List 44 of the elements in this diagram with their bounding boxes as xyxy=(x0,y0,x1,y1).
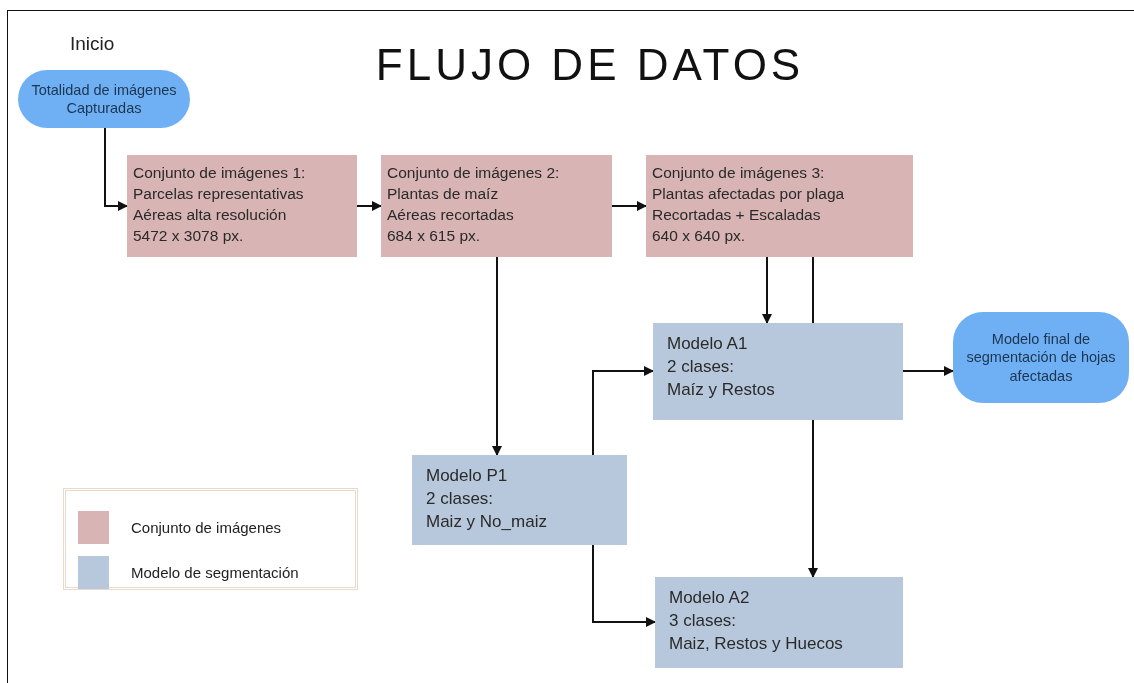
node-text: 2 clases: xyxy=(426,487,494,510)
process-box xyxy=(381,155,612,257)
node-text: Maiz, Restos y Huecos xyxy=(669,632,843,655)
node-text: 5472 x 3078 px. xyxy=(133,225,244,246)
arrow xyxy=(902,366,954,376)
node-text: Modelo P1 xyxy=(426,465,508,487)
terminal-pill xyxy=(953,312,1129,403)
node-text: 3 clases: xyxy=(669,609,737,632)
node-text: 2 clases: xyxy=(667,355,735,378)
arrow xyxy=(356,201,382,211)
arrow xyxy=(492,256,502,456)
process-box xyxy=(646,155,913,257)
arrow xyxy=(592,544,656,627)
process-box xyxy=(653,323,903,420)
node-text: Aéreas alta resolución xyxy=(133,204,287,225)
node-text: 684 x 615 px. xyxy=(387,225,481,246)
node-text: Modelo A1 xyxy=(667,333,748,355)
node-text: 640 x 640 px. xyxy=(652,225,746,246)
process-box xyxy=(655,577,903,668)
node-text: Parcelas representativas xyxy=(133,183,304,204)
node-text: Modelo A2 xyxy=(669,587,750,609)
arrow xyxy=(762,256,772,324)
node-text: Conjunto de imágenes 1: xyxy=(133,163,306,183)
node-text: Conjunto de imágenes 2: xyxy=(387,163,560,183)
node-text: Maiz y No_maiz xyxy=(426,510,547,533)
node-text: Aéreas recortadas xyxy=(387,204,514,225)
diagram-title: FLUJO DE DATOS xyxy=(374,40,806,90)
legend-text: Modelo de segmentación xyxy=(131,564,299,581)
arrow xyxy=(104,127,128,211)
arrow xyxy=(611,201,647,211)
process-box xyxy=(412,455,627,545)
node-text: Totalidad de imágenes Capturadas xyxy=(30,80,178,118)
terminal-pill xyxy=(18,70,190,128)
arrow xyxy=(808,419,818,578)
node-text: Plantas afectadas por plaga xyxy=(652,183,845,204)
start-label: Inicio xyxy=(70,33,115,55)
process-box xyxy=(127,155,357,257)
legend-text: Conjunto de imágenes xyxy=(131,519,282,536)
node-text: Modelo final de segmentación de hojas afectadas xyxy=(965,330,1117,385)
node-text: Plantas de maíz xyxy=(387,183,499,204)
arrow xyxy=(592,366,654,456)
node-text: Maíz y Restos xyxy=(667,378,775,401)
node-text: Conjunto de imágenes 3: xyxy=(652,163,825,183)
node-text: Recortadas + Escaladas xyxy=(652,204,821,225)
